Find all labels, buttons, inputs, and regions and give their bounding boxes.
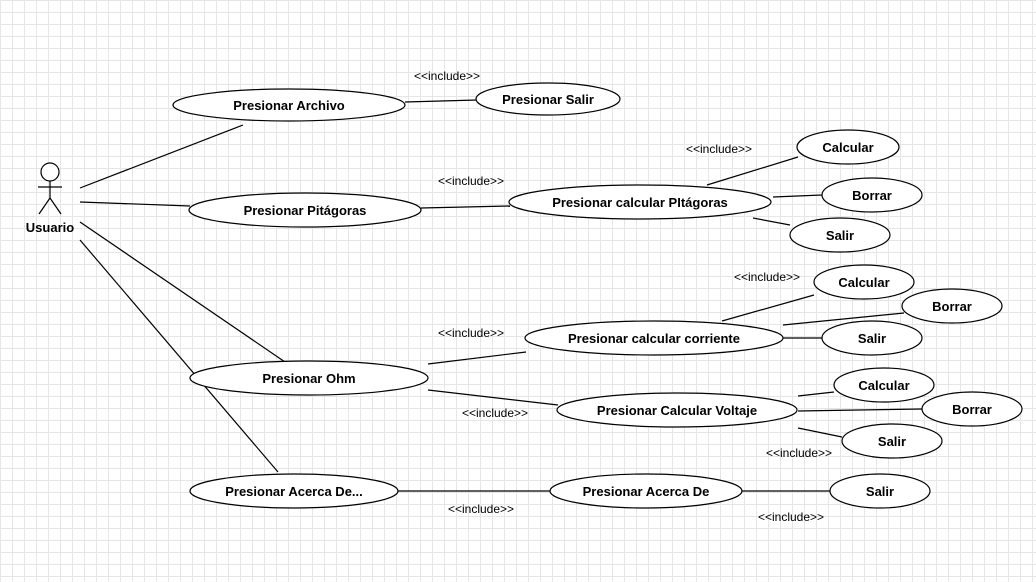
- include-label: <<include>>: [414, 69, 480, 83]
- use-case-calcular-pitagoras[interactable]: Presionar calcular PItágoras: [508, 184, 772, 220]
- relation-vol-calcular: [797, 391, 835, 397]
- use-case-label: Presionar Acerca De...: [225, 484, 363, 499]
- use-case-label: Presionar Ohm: [262, 371, 355, 386]
- use-case-acerca-de[interactable]: Presionar Acerca De: [549, 473, 743, 509]
- use-case-presionar-archivo[interactable]: Presionar Archivo: [172, 88, 406, 122]
- association-acerca: [79, 239, 279, 473]
- relation-vol-borrar: [797, 408, 923, 412]
- use-case-pit-calcular[interactable]: Calcular: [796, 129, 900, 165]
- relation-pit-borrar: [772, 194, 823, 198]
- include-label: <<include>>: [438, 326, 504, 340]
- actor-left-leg: [38, 197, 51, 215]
- use-case-label: Salir: [878, 434, 906, 449]
- use-case-vol-salir[interactable]: Salir: [841, 423, 943, 459]
- use-case-label: Salir: [866, 484, 894, 499]
- use-case-label: Salir: [826, 228, 854, 243]
- use-case-pit-borrar[interactable]: Borrar: [821, 177, 923, 213]
- include-label: <<include>>: [734, 270, 800, 284]
- use-case-calcular-voltaje[interactable]: Presionar Calcular Voltaje: [556, 392, 798, 428]
- use-case-vol-borrar[interactable]: Borrar: [921, 391, 1023, 427]
- use-case-presionar-ohm[interactable]: Presionar Ohm: [189, 360, 429, 396]
- use-case-label: Borrar: [952, 402, 992, 417]
- use-case-cor-salir[interactable]: Salir: [821, 320, 923, 356]
- use-case-label: Calcular: [858, 378, 909, 393]
- include-label: <<include>>: [438, 174, 504, 188]
- include-label: <<include>>: [766, 446, 832, 460]
- association-pitagoras: [79, 201, 191, 207]
- use-case-label: Borrar: [932, 299, 972, 314]
- use-case-label: Presionar calcular PItágoras: [552, 195, 728, 210]
- use-case-label: Presionar calcular corriente: [568, 331, 740, 346]
- use-case-acerca-salir[interactable]: Salir: [829, 473, 931, 509]
- relation-ohm-corriente: [427, 351, 527, 365]
- association-ohm: [79, 221, 286, 363]
- relation-pit-salir: [752, 217, 791, 226]
- use-case-presionar-pitagoras[interactable]: Presionar Pitágoras: [188, 192, 422, 228]
- use-case-label: Calcular: [838, 275, 889, 290]
- relation-cor-calcular: [721, 294, 815, 322]
- use-case-vol-calcular[interactable]: Calcular: [833, 367, 935, 403]
- relation-archivo-salir: [404, 99, 478, 103]
- actor-label: Usuario: [26, 220, 74, 235]
- use-case-label: Presionar Pitágoras: [244, 203, 367, 218]
- use-case-presionar-salir[interactable]: Presionar Salir: [475, 82, 621, 116]
- actor-usuario: Usuario: [26, 162, 74, 235]
- include-label: <<include>>: [686, 142, 752, 156]
- include-label: <<include>>: [448, 502, 514, 516]
- use-case-label: Presionar Acerca De: [583, 484, 710, 499]
- use-case-cor-borrar[interactable]: Borrar: [901, 288, 1003, 324]
- use-case-label: Salir: [858, 331, 886, 346]
- association-archivo: [79, 124, 244, 189]
- include-label: <<include>>: [758, 510, 824, 524]
- use-case-label: Calcular: [822, 140, 873, 155]
- relation-vol-salir: [797, 427, 843, 438]
- use-case-cor-calcular[interactable]: Calcular: [813, 264, 915, 300]
- use-case-label: Presionar Archivo: [233, 98, 345, 113]
- use-case-label: Presionar Salir: [502, 92, 594, 107]
- relation-pit-calcular: [706, 156, 799, 186]
- use-case-label: Presionar Calcular Voltaje: [597, 403, 757, 418]
- relation-cor-borrar: [782, 312, 905, 326]
- actor-right-leg: [49, 197, 62, 215]
- use-case-calcular-corriente[interactable]: Presionar calcular corriente: [524, 320, 784, 356]
- use-case-label: Borrar: [852, 188, 892, 203]
- include-label: <<include>>: [462, 406, 528, 420]
- relation-ohm-voltaje: [427, 389, 559, 406]
- use-case-presionar-acerca[interactable]: Presionar Acerca De...: [189, 473, 399, 509]
- relation-pitagoras-calc: [420, 205, 511, 209]
- use-case-pit-salir[interactable]: Salir: [789, 217, 891, 253]
- actor-head: [40, 162, 60, 182]
